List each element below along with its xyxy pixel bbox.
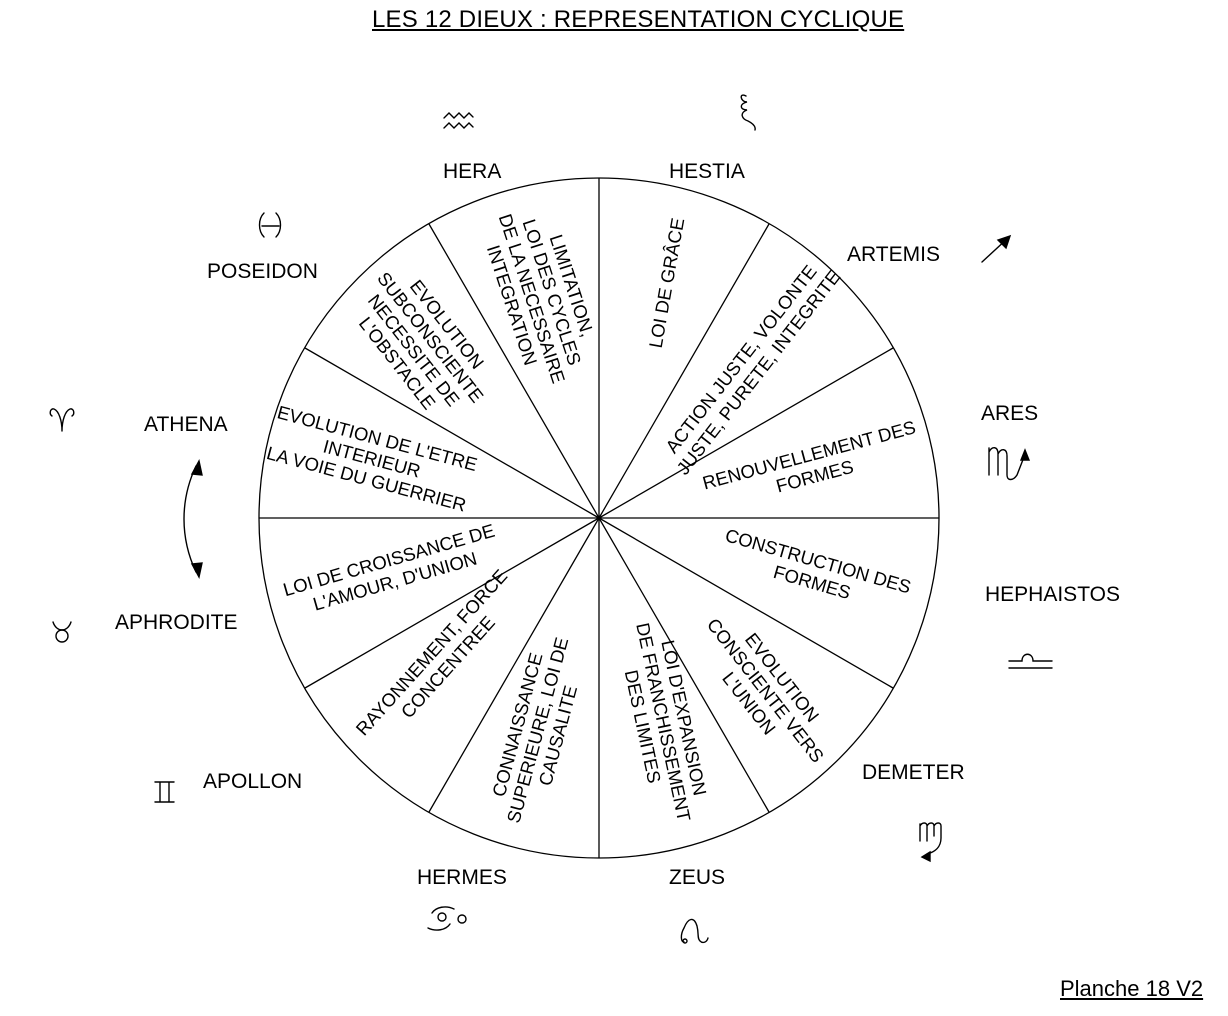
spoke-artemis-ares [598, 347, 894, 519]
god-name-hermes: HERMES [417, 866, 507, 889]
segment-text-hephaistos: CONSTRUCTION DES FORMES [723, 524, 914, 603]
spoke-demeter-zeus [598, 517, 770, 813]
spoke-apollon-aphrodite [304, 517, 600, 689]
god-name-hephaistos: HEPHAISTOS [985, 583, 1120, 606]
segment-line: LOI DE GRÂCE [645, 216, 689, 349]
spoke-hermes-apollon [428, 517, 600, 813]
cancer-icon [427, 906, 467, 931]
sagittarius-icon [981, 234, 1012, 263]
god-name-ares: ARES [981, 402, 1038, 425]
god-name-hera: HERA [443, 160, 501, 183]
god-name-zeus: ZEUS [669, 866, 725, 889]
segment-line: ACTION JUSTE, VOLONTE [661, 261, 821, 457]
segment-text-zeus: LOI D'EXPANSION DE FRANCHISSEMENT DES LI… [621, 621, 711, 823]
scorpio-icon [988, 447, 1031, 481]
segment-text-athena: EVOLUTION DE L'ETRE INTERIEUR LA VOIE DU… [264, 401, 479, 515]
god-name-athena: ATHENA [144, 413, 228, 436]
pisces-icon [258, 212, 282, 238]
plate-reference: Planche 18 V2 [1060, 976, 1204, 1001]
segment-text-demeter: EVOLUTION CONSCIENTE VERS L'UNION [703, 614, 828, 766]
segment-text-hera: LIMITATION, LOI DES CYCLES DE LA NECESSA… [483, 211, 599, 386]
aquarius-icon [443, 112, 474, 129]
wheel [258, 177, 940, 859]
segment-line: CONSCIENTE VERS [703, 614, 828, 766]
spoke-hestia-artemis [598, 223, 770, 519]
taurus-icon [52, 621, 72, 643]
god-name-aphrodite: APHRODITE [115, 611, 238, 634]
god-name-artemis: ARTEMIS [847, 243, 940, 266]
segment-text-poseidon: EVOLUTION SUBCONSCIENTE NECESSITE DE L'O… [355, 268, 488, 413]
zodiac-symbols [49, 94, 1053, 944]
curved-double-arrow-icon [183, 458, 203, 580]
libra-icon [1008, 653, 1053, 669]
virgo-icon [919, 822, 942, 863]
segment-text-ares: RENOUVELLEMENT DES FORMES [700, 416, 918, 496]
segment-text-hestia: LOI DE GRÂCE [645, 216, 689, 349]
god-name-poseidon: POSEIDON [207, 260, 318, 283]
capricorn-icon [740, 94, 756, 131]
gemini-icon [154, 781, 175, 803]
god-name-apollon: APOLLON [203, 770, 302, 793]
segment-text-hermes: CONNAISSANCE SUPERIEURE, LOI DE CAUSALIT… [488, 635, 581, 825]
spoke-hephaistos-demeter [598, 517, 894, 689]
god-names: HERA HESTIA ARTEMIS ARES HEPHAISTOS DEME… [115, 160, 1120, 889]
spoke-poseidon-hera [428, 223, 600, 519]
diagram-title: LES 12 DIEUX : REPRESENTATION CYCLIQUE [372, 6, 905, 33]
aries-icon [49, 408, 75, 432]
god-name-demeter: DEMETER [862, 761, 965, 784]
spoke-athena-poseidon [304, 347, 600, 519]
leo-icon [680, 918, 709, 944]
god-name-hestia: HESTIA [669, 160, 745, 183]
